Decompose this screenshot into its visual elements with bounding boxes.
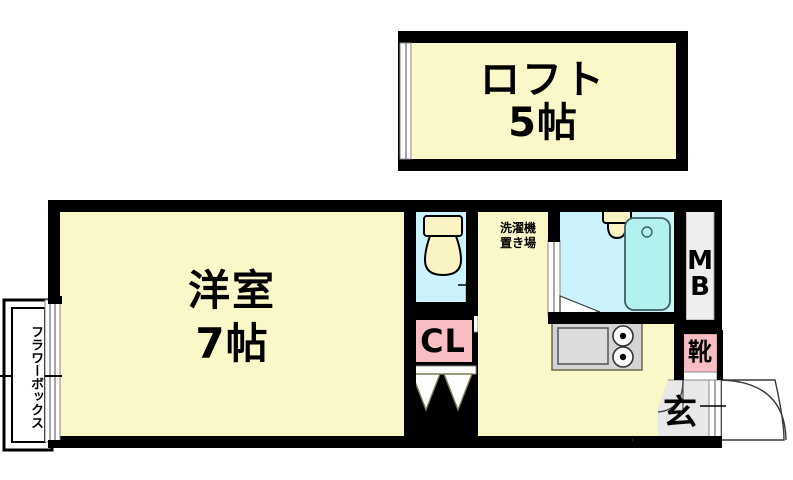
wall-bath-bottom — [548, 312, 676, 324]
closet — [409, 316, 477, 412]
meter-box-label-line1: M — [687, 246, 713, 276]
balcony-window — [44, 299, 61, 443]
bathtub-drain — [641, 226, 653, 238]
wall-shoebox-right — [717, 330, 723, 380]
toilet-tank — [423, 215, 463, 237]
shoe-box-label: 靴 — [688, 338, 712, 366]
wall-main-room-right — [404, 212, 416, 436]
loft-room — [398, 31, 688, 171]
entrance-door — [700, 379, 787, 441]
wall-bath-right — [674, 212, 686, 324]
wall-toilet-right — [466, 212, 478, 302]
gas-burners — [612, 325, 634, 368]
main-room-size: 7帖 — [195, 319, 269, 368]
main-room-floor — [60, 212, 404, 436]
main-room — [60, 212, 404, 436]
entrance-label: 玄 — [663, 393, 697, 433]
bathroom — [547, 204, 676, 317]
toilet-bowl — [423, 235, 463, 277]
wall-toilet-bottom — [404, 302, 478, 316]
loft-room-size: 5帖 — [508, 100, 578, 146]
kitchen-counter — [551, 321, 643, 371]
closet-doors — [410, 373, 474, 412]
wall-shoebox-left — [674, 330, 684, 380]
main-room-name: 洋室 — [187, 266, 276, 315]
flower-box — [0, 296, 62, 452]
loft-window — [399, 42, 412, 160]
wall-genkan-diagonal — [633, 374, 668, 436]
closet-label: CL — [420, 322, 466, 360]
wall-mb-bottom — [674, 320, 722, 334]
bathtub-outline — [624, 217, 671, 311]
bathroom-door — [547, 239, 601, 317]
wall-bath-left-top — [548, 212, 560, 242]
meter-box-label-line2: B — [690, 272, 710, 302]
wall-bottom-right — [633, 436, 722, 448]
loft-floor — [410, 43, 676, 159]
flower-box-label: フラワーボックス — [28, 325, 43, 429]
shoe-box-door — [682, 371, 718, 381]
kitchen-sink — [557, 327, 609, 365]
closet-floor — [414, 320, 472, 362]
loft-room-name: ロフト — [480, 57, 606, 103]
washing-machine-label-line2: 置き場 — [499, 236, 536, 250]
interior-walls — [404, 200, 723, 448]
washing-machine-label-line1: 洗濯機 — [499, 221, 536, 235]
bathtub — [624, 217, 671, 311]
closet-door-track — [409, 365, 477, 375]
wall-top-right — [404, 200, 722, 212]
